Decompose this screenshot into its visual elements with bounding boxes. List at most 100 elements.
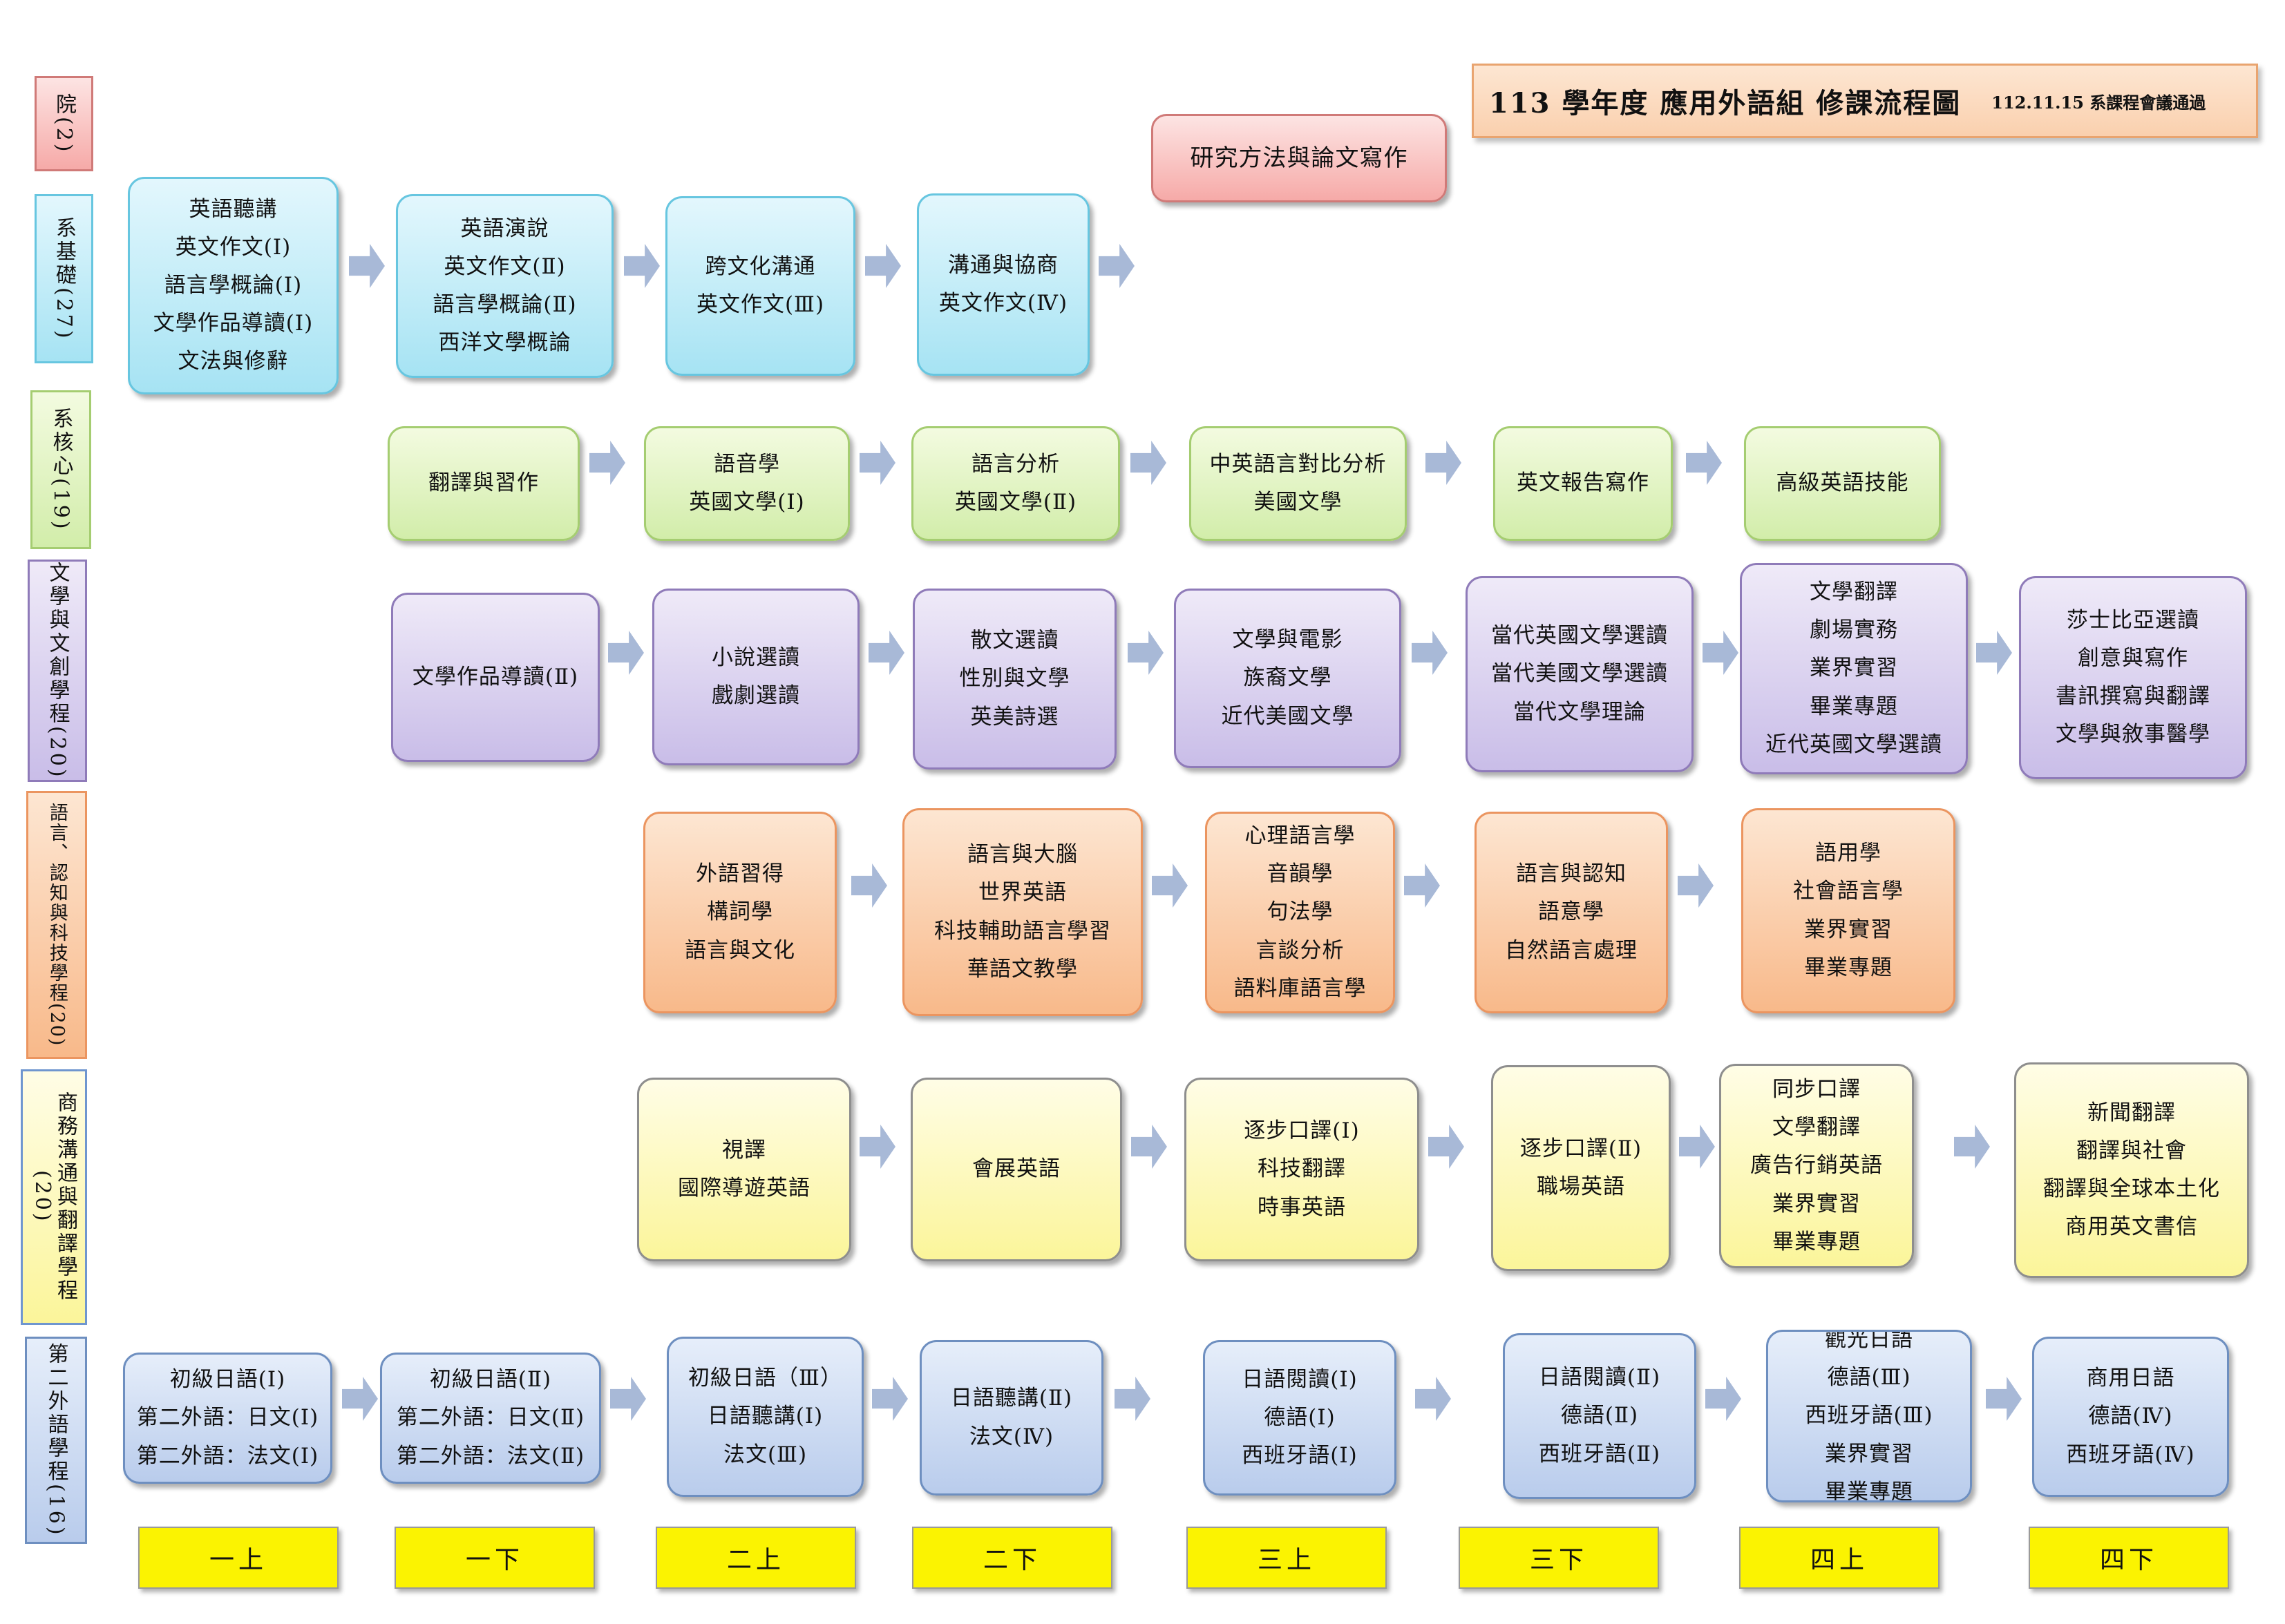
flow-arrow-icon	[1679, 1125, 1715, 1169]
course-name: 新聞翻譯	[2087, 1100, 2176, 1125]
flow-arrow-icon	[851, 863, 887, 908]
course-name: 文學翻譯	[1810, 580, 1898, 605]
course-name: 業界實習	[1772, 1191, 1861, 1216]
lane-lang-label: 語言、認知與科技學程(20)	[46, 803, 68, 1047]
course-name: 翻譯與全球本土化	[2043, 1176, 2220, 1201]
course-name: 法文(Ⅲ)	[723, 1442, 808, 1467]
flow-arrow-icon	[1954, 1125, 1990, 1169]
lane-dept-core: 系核心(19)	[30, 390, 91, 549]
course-name: 科技輔助語言學習	[934, 918, 1111, 944]
flow-arrow-icon	[1128, 631, 1164, 675]
course-name: 業界實習	[1825, 1441, 1913, 1467]
course-name: 德語(Ⅰ)	[1264, 1404, 1336, 1430]
lit-course-box: 當代英國文學選讀當代美國文學選讀當代文學理論	[1466, 576, 1694, 772]
biz-course-box: 逐步口譯(Ⅰ)科技翻譯時事英語	[1184, 1078, 1419, 1261]
second-course-box: 商用日語德語(Ⅳ)西班牙語(Ⅳ)	[2032, 1337, 2229, 1497]
course-name: 商用英文書信	[2065, 1214, 2198, 1240]
course-name: 英國文學(Ⅱ)	[954, 490, 1077, 515]
course-name: 時事英語	[1258, 1194, 1346, 1220]
lane-biz-label: 商務溝通與翻譯學程(20)	[30, 1091, 77, 1303]
course-name: 華語文教學	[967, 956, 1078, 982]
course-name: 西班牙語(Ⅰ)	[1242, 1443, 1358, 1469]
lane-biz: 商務溝通與翻譯學程(20)	[21, 1069, 87, 1325]
semester-label: 四下	[2029, 1527, 2229, 1589]
course-name: 當代英國文學選讀	[1491, 623, 1668, 649]
course-name: 自然語言處理	[1505, 937, 1638, 963]
flow-arrow-icon	[1976, 631, 2012, 675]
flow-arrow-icon	[860, 441, 895, 485]
course-name: 西班牙語(Ⅱ)	[1538, 1441, 1661, 1467]
second-course-box: 日語聽講(Ⅱ) 法文(Ⅳ)	[920, 1340, 1103, 1496]
course-name: 英文作文(Ⅱ)	[444, 254, 566, 279]
course-name: 創意與寫作	[2078, 645, 2188, 671]
course-name: 語言學概論(Ⅰ)	[164, 272, 303, 298]
basic-course-box: 英語聽講英文作文(Ⅰ)語言學概論(Ⅰ)文學作品導讀(Ⅰ)文法與修辭	[128, 177, 339, 394]
biz-course-box: 同步口譯文學翻譯廣告行銷英語業界實習畢業專題	[1719, 1064, 1914, 1268]
lit-course-box: 散文選讀性別與文學英美詩選	[913, 589, 1117, 770]
course-name: 英美詩選	[970, 704, 1059, 729]
course-name: 初級日語（Ⅲ）	[688, 1366, 842, 1391]
semester-label: 三下	[1459, 1527, 1659, 1589]
core-course-box: 高級英語技能	[1744, 426, 1941, 541]
flow-arrow-icon	[860, 1125, 895, 1169]
lane-lang: 語言、認知與科技學程(20)	[26, 791, 87, 1059]
flow-arrow-icon	[1412, 631, 1448, 675]
course-name: 第二外語：日文(Ⅰ)	[136, 1405, 319, 1431]
flow-arrow-icon	[1404, 863, 1440, 908]
course-name: 英文作文(Ⅲ)	[696, 292, 825, 317]
course-name: 語意學	[1538, 899, 1604, 925]
course-name: 第二外語：法文(Ⅱ)	[396, 1443, 585, 1469]
course-name: 社會語言學	[1793, 879, 1904, 904]
course-name: 西洋文學概論	[438, 330, 571, 356]
course-name: 畢業專題	[1772, 1229, 1861, 1254]
course-name: 初級日語(Ⅰ)	[169, 1367, 286, 1393]
core-course-box: 語言分析英國文學(Ⅱ)	[911, 426, 1120, 541]
core-course-box: 中英語言對比分析美國文學	[1189, 426, 1407, 541]
flow-arrow-icon	[1705, 1377, 1741, 1421]
flow-arrow-icon	[1425, 441, 1461, 485]
flow-arrow-icon	[1415, 1377, 1451, 1421]
lit-course-box: 文學作品導讀(Ⅱ)	[391, 593, 600, 762]
course-name: 小說選讀	[712, 644, 800, 670]
flow-arrow-icon	[349, 244, 385, 288]
course-name: 語言分析	[971, 451, 1060, 477]
core-course-box: 英文報告寫作	[1493, 426, 1673, 541]
approval-note: 112.11.15 系課程會議通過	[1991, 92, 2206, 113]
lit-course-box: 文學翻譯劇場實務業界實習畢業專題近代英國文學選讀	[1740, 563, 1968, 774]
flow-arrow-icon	[1152, 863, 1188, 908]
course-name: 英文作文(Ⅳ)	[938, 291, 1068, 316]
flow-arrow-icon	[865, 244, 901, 288]
basic-course-box: 英語演說英文作文(Ⅱ)語言學概論(Ⅱ)西洋文學概論	[396, 194, 614, 378]
biz-course-box: 視譯國際導遊英語	[637, 1078, 851, 1261]
course-name: 高級英語技能	[1776, 470, 1909, 496]
biz-course-box: 新聞翻譯翻譯與社會翻譯與全球本土化商用英文書信	[2014, 1062, 2249, 1278]
course-name: 莎士比亞選讀	[2067, 607, 2199, 633]
course-name: 會展英語	[972, 1156, 1061, 1182]
research-methods-label: 研究方法與論文寫作	[1190, 144, 1408, 172]
course-name: 語音學	[714, 451, 780, 477]
lane-second: 第二外語學程(16)	[25, 1337, 87, 1544]
lane-college: 院(2)	[35, 76, 93, 171]
course-name: 初級日語(Ⅱ)	[429, 1367, 552, 1393]
course-name: 畢業專題	[1810, 694, 1898, 719]
course-name: 英國文學(Ⅰ)	[689, 490, 805, 515]
flow-arrow-icon	[872, 1377, 908, 1421]
course-name: 國際導遊英語	[678, 1176, 810, 1201]
flow-arrow-icon	[1099, 244, 1135, 288]
flow-arrow-icon	[1703, 631, 1738, 675]
flow-arrow-icon	[1428, 1125, 1464, 1169]
lit-course-box: 小說選讀戲劇選讀	[652, 589, 860, 765]
lane-dept-basic-label: 系基礎(27)	[52, 216, 76, 341]
flow-arrow-icon	[610, 1377, 646, 1421]
biz-course-box: 逐步口譯(Ⅱ)職場英語	[1491, 1065, 1671, 1271]
course-name: 句法學	[1267, 899, 1334, 925]
course-name: 散文選讀	[970, 628, 1059, 653]
course-name: 日語聽講(Ⅱ)	[950, 1386, 1073, 1411]
flow-arrow-icon	[1131, 1125, 1167, 1169]
lane-lit: 文學與文創學程(20)	[28, 560, 87, 782]
second-course-box: 日語閱讀(Ⅰ)德語(Ⅰ)西班牙語(Ⅰ)	[1203, 1340, 1396, 1496]
course-name: 畢業專題	[1825, 1479, 1913, 1502]
course-name: 法文(Ⅳ)	[969, 1424, 1054, 1449]
course-name: 觀光日語	[1825, 1330, 1913, 1353]
course-name: 當代美國文學選讀	[1491, 661, 1668, 687]
